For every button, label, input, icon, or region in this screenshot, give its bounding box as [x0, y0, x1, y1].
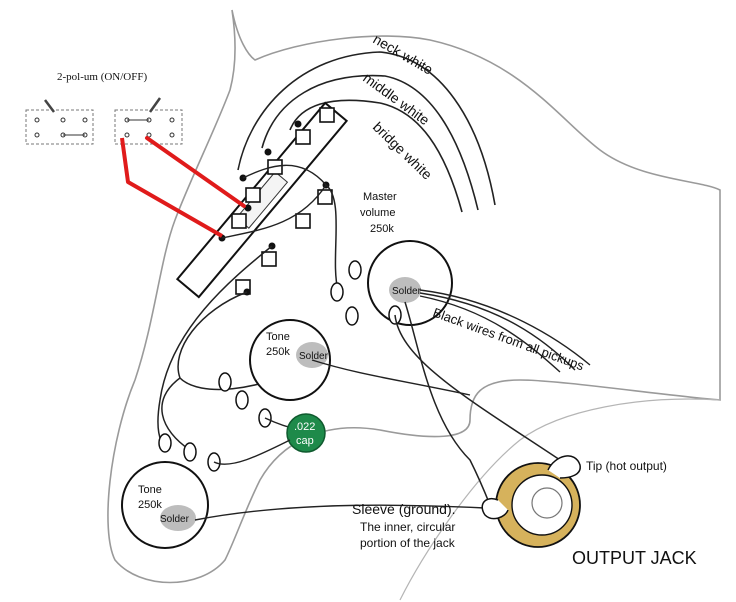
- output-jack-tip-lug: [547, 455, 581, 479]
- master-volume-value: 250k: [370, 223, 394, 235]
- black-wire: [419, 295, 561, 373]
- neck-white-wire: [237, 51, 496, 206]
- switch-terminal: [169, 132, 175, 138]
- selector-switch-lugs: [231, 107, 335, 295]
- switch-to-lower-tone-wire: [157, 245, 273, 451]
- capacitor: .022 cap: [286, 413, 326, 453]
- switch-lug: [319, 107, 335, 123]
- black-wire: [419, 292, 576, 371]
- switch-lug: [295, 213, 311, 229]
- middle-white-wire: [261, 74, 479, 211]
- output-jack-label: OUTPUT JACK: [572, 548, 697, 568]
- lower-tone-solder-label: Solder: [160, 514, 190, 525]
- upper-tone-solder-pad: [296, 342, 328, 368]
- solder-dot: [244, 204, 252, 212]
- lower-tone-pot: Solder: [121, 433, 221, 549]
- solder-dot: [264, 148, 272, 156]
- lower-tone-solder-pad: [160, 505, 196, 531]
- pickguard-inner-edge: [399, 398, 721, 601]
- pot-lug: [235, 390, 249, 410]
- switch-lug: [245, 187, 261, 203]
- output-jack-hole: [531, 487, 563, 519]
- switch-to-volume-wire: [325, 184, 339, 291]
- pickguard-outline: [107, 9, 721, 584]
- master-volume-solder-label: Solder: [392, 286, 422, 297]
- tone-link-wire: [161, 377, 191, 451]
- lower-tone-body: [121, 461, 209, 549]
- onoff-switch-left-body: [25, 109, 94, 145]
- switch-jumper-wire: [242, 164, 327, 186]
- pot-lug: [218, 372, 232, 392]
- added-red-wire-2: [145, 136, 246, 208]
- switch-lug: [295, 129, 311, 145]
- middle-white-label: middle white: [360, 69, 433, 128]
- jack-sleeve-line1: The inner, circular: [360, 520, 455, 534]
- upper-tone-solder-label: Solder: [299, 351, 329, 362]
- switch-terminal: [82, 117, 88, 123]
- onoff-switch-left: [25, 99, 94, 145]
- pot-lug: [330, 282, 344, 302]
- switch-terminal: [60, 117, 66, 123]
- upper-tone-body: [249, 319, 331, 401]
- cap-to-lower-tone-wire: [213, 439, 291, 465]
- pot-lug: [348, 260, 362, 280]
- upper-tone-title: Tone: [266, 331, 290, 343]
- switch-lug: [231, 213, 247, 229]
- lower-tone-lugs: [158, 433, 221, 472]
- black-wire: [419, 289, 591, 366]
- lower-tone-title: Tone: [138, 484, 162, 496]
- lower-tone-value: 250k: [138, 499, 162, 511]
- switch-lug: [261, 251, 277, 267]
- lower-tone-ground-wire: [194, 504, 486, 521]
- onoff-switch-caption: 2-pol-um (ON/OFF): [57, 71, 147, 83]
- master-volume-title: Master: [363, 191, 397, 203]
- upper-tone-value: 250k: [266, 346, 290, 358]
- pot-lug: [345, 306, 359, 326]
- pot-lug: [158, 433, 172, 453]
- jack-sleeve-title: Sleeve (ground).: [352, 501, 456, 517]
- bridge-white-wire: [289, 99, 463, 213]
- capacitor-unit: cap: [296, 435, 314, 447]
- neck-white-label: neck white: [371, 31, 436, 78]
- master-volume-subtitle: volume: [360, 207, 395, 219]
- switch-terminal: [34, 117, 40, 123]
- onoff-switch-right-lever: [148, 97, 162, 113]
- switch-terminal: [34, 132, 40, 138]
- switch-jumper-wire: [221, 184, 327, 239]
- bridge-white-label: bridge white: [370, 119, 436, 183]
- master-volume-solder-pad: [389, 277, 421, 303]
- capacitor-body: [286, 413, 326, 453]
- jack-sleeve-line2: portion of the jack: [360, 536, 456, 550]
- switch-terminal: [169, 117, 175, 123]
- ground-to-sleeve-wire: [404, 301, 491, 506]
- output-jack-sleeve-lug: [481, 498, 509, 520]
- switch-terminal: [124, 132, 130, 138]
- jack-tip-label: Tip (hot output): [586, 459, 667, 473]
- output-jack: [481, 455, 581, 548]
- added-red-wire-1: [120, 137, 223, 238]
- tone-ground-wire: [311, 359, 471, 396]
- capacitor-value: .022: [294, 421, 315, 433]
- pot-lug: [183, 442, 197, 462]
- switch-lug: [317, 189, 333, 205]
- solder-dot: [294, 120, 302, 128]
- onoff-switch-left-lever: [44, 99, 55, 113]
- upper-tone-pot: Solder: [218, 319, 331, 428]
